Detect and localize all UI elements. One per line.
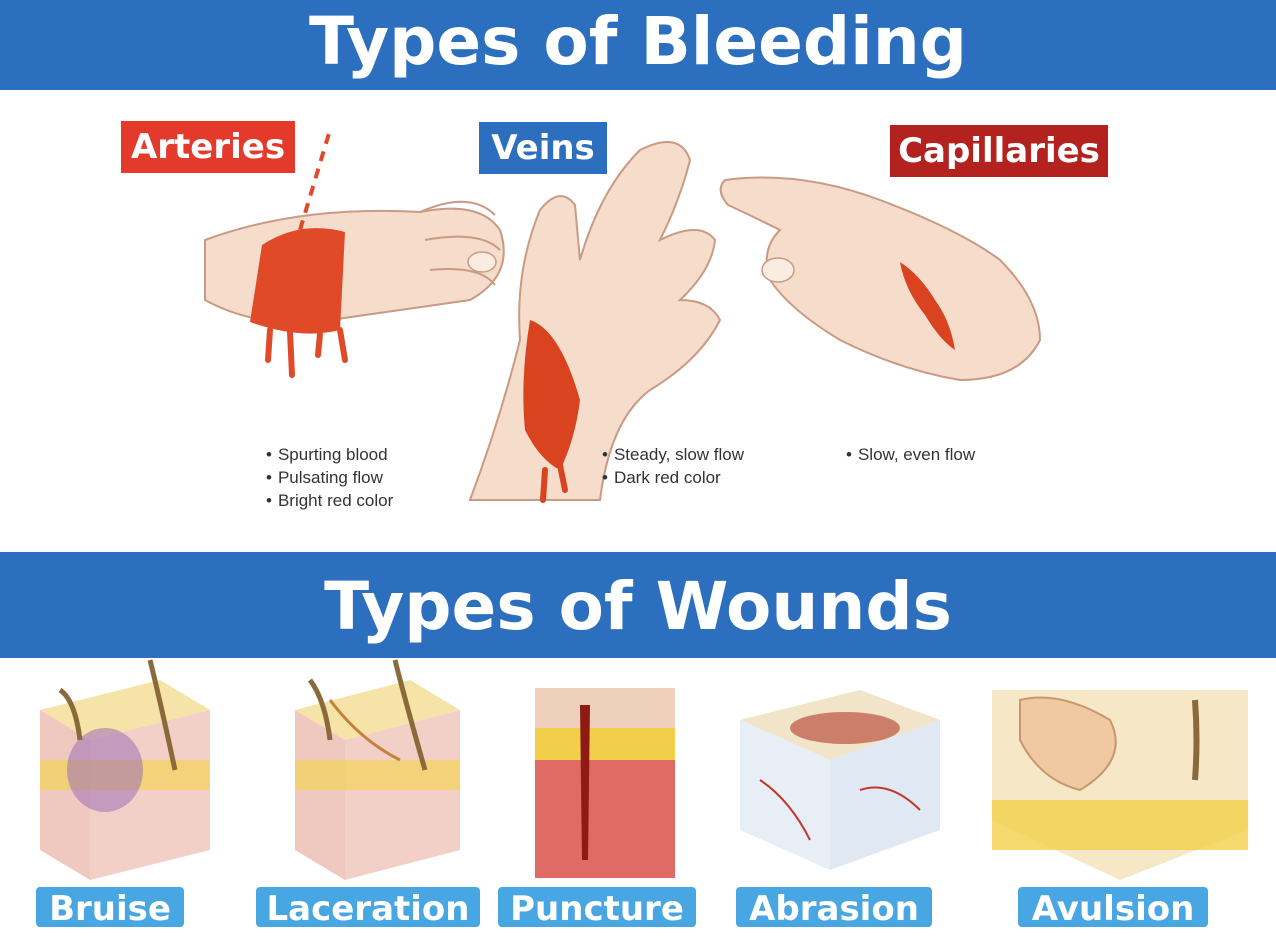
capillaries-label: Capillaries xyxy=(890,125,1108,177)
wounds-title-banner: Types of Wounds xyxy=(0,552,1276,658)
list-item: Spurting blood xyxy=(266,443,393,466)
arteries-label: Arteries xyxy=(121,121,295,173)
wound-label-laceration: Laceration xyxy=(256,887,480,929)
wound-label-text: Puncture xyxy=(510,889,684,929)
wound-label-avulsion: Avulsion xyxy=(1018,887,1208,929)
bleeding-illustration xyxy=(204,129,1042,503)
laceration-illustration xyxy=(295,659,460,880)
abrasion-illustration xyxy=(740,690,940,870)
wounds-title: Types of Wounds xyxy=(324,568,952,645)
puncture-illustration xyxy=(535,688,675,878)
bruise-illustration xyxy=(40,659,210,880)
wound-label-puncture: Puncture xyxy=(498,887,696,929)
wound-label-text: Laceration xyxy=(266,889,470,929)
veins-label: Veins xyxy=(479,122,607,174)
veins-characteristics: Steady, slow flow Dark red color xyxy=(602,443,744,489)
wound-label-abrasion: Abrasion xyxy=(736,887,932,929)
list-item: Slow, even flow xyxy=(846,443,975,466)
veins-label-text: Veins xyxy=(491,128,595,168)
capillaries-label-text: Capillaries xyxy=(898,131,1100,171)
arteries-characteristics: Spurting blood Pulsating flow Bright red… xyxy=(266,443,393,512)
bleeding-title-banner: Types of Bleeding xyxy=(0,0,1276,90)
wound-label-text: Avulsion xyxy=(1031,889,1195,929)
bleeding-title: Types of Bleeding xyxy=(308,3,968,80)
wound-label-bruise: Bruise xyxy=(36,887,184,929)
list-item: Steady, slow flow xyxy=(602,443,744,466)
wound-label-text: Bruise xyxy=(49,889,171,929)
arteries-hand-illustration xyxy=(204,129,505,378)
list-item: Dark red color xyxy=(602,466,744,489)
wound-label-text: Abrasion xyxy=(749,889,919,929)
list-item: Pulsating flow xyxy=(266,466,393,489)
list-item: Bright red color xyxy=(266,489,393,512)
capillaries-characteristics: Slow, even flow xyxy=(846,443,975,466)
avulsion-illustration xyxy=(992,690,1248,880)
arteries-label-text: Arteries xyxy=(130,127,286,167)
capillaries-hand-illustration xyxy=(719,176,1042,382)
veins-hand-illustration xyxy=(468,141,722,503)
